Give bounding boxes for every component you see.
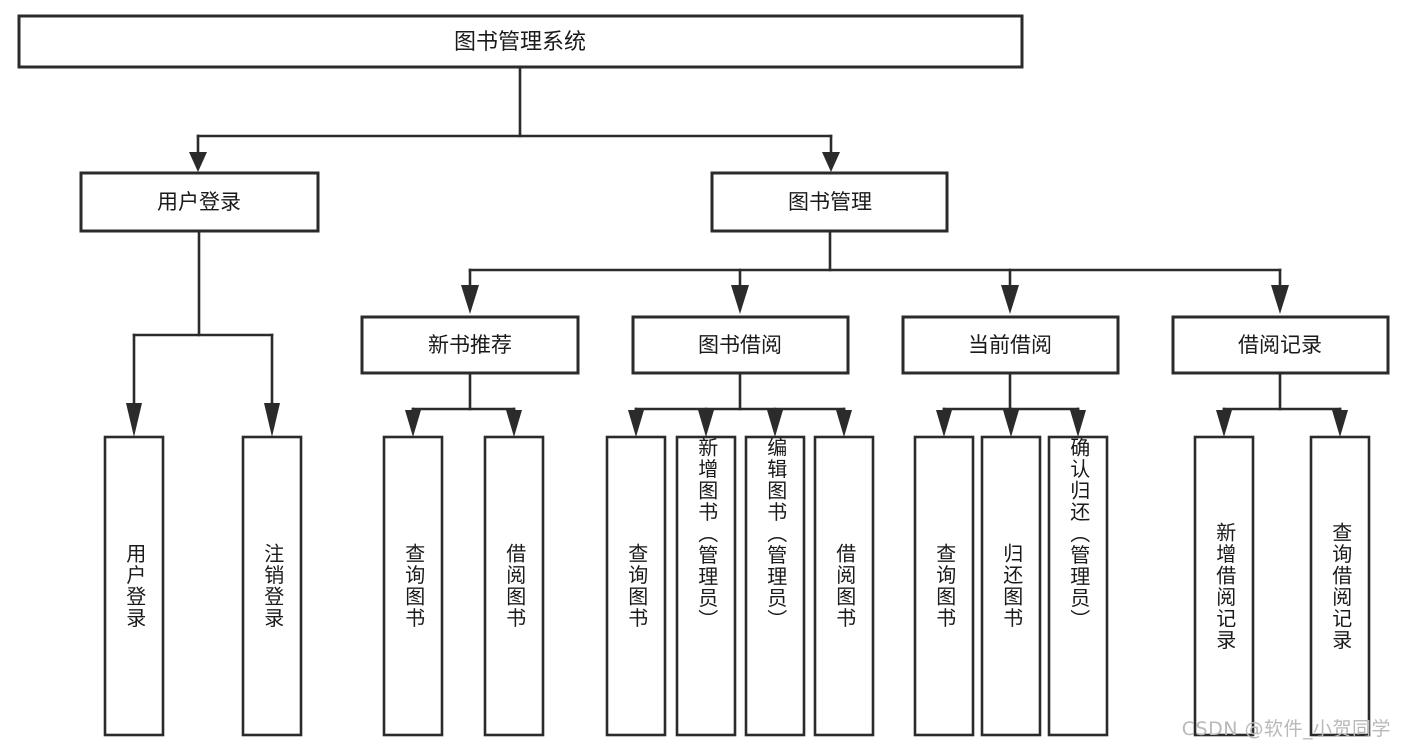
arrow-head-icon-current-borrow-1 bbox=[936, 410, 952, 437]
node-current-borrow[interactable]: 当前借阅 bbox=[901, 315, 1120, 375]
arrow-head-icon-current-borrow-3 bbox=[1070, 410, 1086, 437]
node-borrow-record[interactable]: 借阅记录 bbox=[1171, 315, 1390, 375]
leaf-box-user-login-1[interactable] bbox=[241, 435, 303, 737]
connector-borrow-record-to-leaves bbox=[1216, 371, 1348, 437]
arrow-head-icon-borrow-record-2 bbox=[1332, 410, 1348, 437]
node-book-management-label: 图书管理 bbox=[788, 190, 872, 214]
arrow-head-icon-new-book-2 bbox=[506, 410, 522, 437]
arrow-head-icon-book-borrow-2 bbox=[698, 410, 714, 437]
arrow-head-icon-book-borrow-1 bbox=[628, 410, 644, 437]
node-new-book-recommend[interactable]: 新书推荐 bbox=[360, 315, 580, 375]
leaf-box-book-borrow-3[interactable] bbox=[813, 435, 875, 737]
node-current-borrow-box[interactable] bbox=[901, 315, 1120, 375]
leaf-box-user-login-0[interactable] bbox=[103, 435, 165, 737]
node-current-borrow-label: 当前借阅 bbox=[968, 333, 1052, 357]
node-user-login[interactable]: 用户登录 bbox=[79, 171, 320, 233]
connector-current-borrow-to-leaves bbox=[936, 371, 1086, 437]
leaf-box-new-book-0[interactable] bbox=[382, 435, 444, 737]
node-root-label: 图书管理系统 bbox=[454, 30, 586, 55]
connector-root-to-level2 bbox=[189, 65, 840, 172]
arrow-head-icon-user-login-2 bbox=[264, 403, 280, 437]
leaf-box-book-borrow-2[interactable] bbox=[744, 435, 806, 737]
leaf-box-new-book-1[interactable] bbox=[483, 435, 545, 737]
node-book-borrow[interactable]: 图书借阅 bbox=[631, 315, 850, 375]
arrow-head-icon-current-borrow-2 bbox=[1003, 410, 1019, 437]
leaf-box-current-borrow-2[interactable] bbox=[1047, 435, 1109, 737]
node-book-management-box[interactable] bbox=[710, 171, 949, 233]
arrow-head-icon-new-book-1 bbox=[405, 410, 421, 437]
node-book-borrow-box[interactable] bbox=[631, 315, 850, 375]
leaf-box-borrow-record-0[interactable] bbox=[1193, 435, 1255, 737]
leaf-box-current-borrow-0[interactable] bbox=[913, 435, 975, 737]
connector-new-book-to-leaves bbox=[405, 371, 522, 437]
node-book-management[interactable]: 图书管理 bbox=[710, 171, 949, 233]
arrow-head-icon-level3-4 bbox=[1271, 285, 1289, 314]
node-new-book-recommend-box[interactable] bbox=[360, 315, 580, 375]
connector-book-borrow-to-leaves bbox=[628, 371, 852, 437]
node-root-box[interactable] bbox=[17, 14, 1024, 69]
leaf-box-book-borrow-1[interactable] bbox=[675, 435, 737, 737]
node-user-login-label: 用户登录 bbox=[157, 190, 241, 214]
connector-book-management-to-level3 bbox=[461, 229, 1289, 314]
arrow-head-icon-book-borrow-3 bbox=[767, 410, 783, 437]
arrow-head-icon-borrow-record-1 bbox=[1216, 410, 1232, 437]
leaf-box-borrow-record-1[interactable] bbox=[1309, 435, 1371, 737]
arrow-head-icon-user-login-1 bbox=[126, 403, 142, 437]
arrow-head-icon-root-2 bbox=[822, 152, 840, 172]
arrow-head-icon-level3-1 bbox=[461, 285, 479, 314]
arrow-head-icon-book-borrow-4 bbox=[836, 410, 852, 437]
node-borrow-record-label: 借阅记录 bbox=[1238, 333, 1322, 357]
node-new-book-recommend-label: 新书推荐 bbox=[428, 333, 512, 357]
arrow-head-icon-root-1 bbox=[189, 152, 207, 172]
arrow-head-icon-level3-2 bbox=[731, 285, 749, 314]
node-book-borrow-label: 图书借阅 bbox=[698, 333, 782, 357]
leaf-box-book-borrow-0[interactable] bbox=[605, 435, 667, 737]
node-borrow-record-box[interactable] bbox=[1171, 315, 1390, 375]
arrow-head-icon-level3-3 bbox=[1001, 285, 1019, 314]
node-root[interactable]: 图书管理系统 bbox=[17, 14, 1024, 69]
connector-user-login-to-leaves bbox=[126, 229, 280, 437]
leaf-box-current-borrow-1[interactable] bbox=[980, 435, 1042, 737]
